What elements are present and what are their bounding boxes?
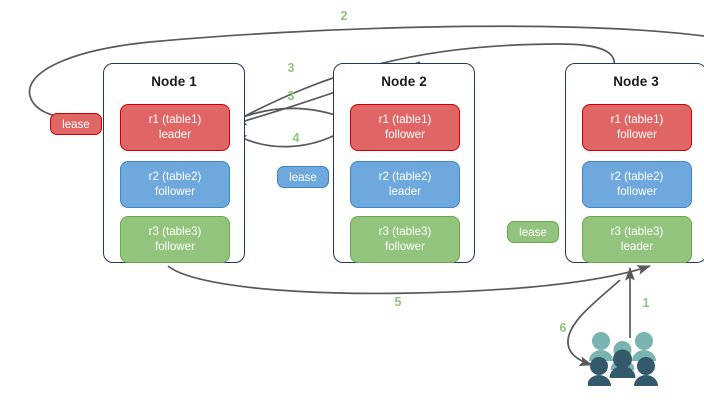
node-title: Node 2 [381, 74, 427, 89]
step-number-label: 3 [287, 89, 295, 103]
replica-r3-table3[interactable]: r3 (table3)leader [582, 216, 692, 263]
replica-r1-table1[interactable]: r1 (table1)follower [582, 104, 692, 151]
edge-step-5 [167, 265, 651, 295]
replica-role: follower [617, 184, 657, 198]
users-group-icon [588, 332, 658, 386]
edge-step-6 [567, 279, 621, 366]
replica-name: r3 (table3) [378, 225, 432, 238]
replica-name: r2 (table2) [610, 170, 664, 183]
step-number-label: 3 [287, 61, 295, 75]
replica-name: r2 (table2) [148, 170, 202, 183]
replica-name: r1 (table1) [610, 113, 664, 126]
replica-r2-table2[interactable]: r2 (table2)leader [350, 161, 460, 208]
step-number-label: 5 [394, 295, 402, 309]
lease-blue[interactable]: lease [277, 166, 329, 188]
lease-green[interactable]: lease [507, 221, 559, 243]
replica-r2-table2[interactable]: r2 (table2)follower [120, 161, 230, 208]
edge-step-2 [28, 25, 704, 127]
replica-r2-table2[interactable]: r2 (table2)follower [582, 161, 692, 208]
replica-role: follower [385, 239, 425, 253]
replica-r3-table3[interactable]: r3 (table3)follower [120, 216, 230, 263]
replica-role: follower [155, 184, 195, 198]
replica-role: follower [155, 239, 195, 253]
replica-name: r3 (table3) [610, 225, 664, 238]
step-number-label: 1 [642, 296, 650, 310]
lease-red[interactable]: lease [50, 113, 102, 135]
replica-r1-table1[interactable]: r1 (table1)leader [120, 104, 230, 151]
step-number-label: 6 [559, 321, 567, 335]
replica-name: r3 (table3) [148, 225, 202, 238]
replica-role: follower [385, 127, 425, 141]
step-number-label: 2 [340, 9, 348, 23]
replica-name: r1 (table1) [148, 113, 202, 126]
node-title: Node 1 [151, 74, 197, 89]
step-number-label: 4 [292, 131, 300, 145]
replica-role: leader [158, 127, 192, 141]
replica-r1-table1[interactable]: r1 (table1)follower [350, 104, 460, 151]
replica-name: r2 (table2) [378, 170, 432, 183]
replica-role: leader [620, 239, 654, 253]
replica-role: follower [617, 127, 657, 141]
replica-role: leader [388, 184, 422, 198]
node-title: Node 3 [613, 74, 659, 89]
replica-r3-table3[interactable]: r3 (table3)follower [350, 216, 460, 263]
replica-name: r1 (table1) [378, 113, 432, 126]
